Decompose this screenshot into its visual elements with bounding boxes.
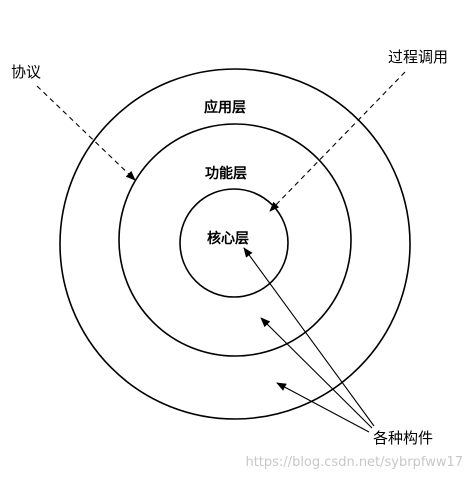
- core-layer-label: 核心层: [207, 230, 249, 247]
- protocol-arrow: [36, 85, 136, 181]
- components-arrow-application: [276, 382, 370, 433]
- watermark-text: https://blog.csdn.net/sybrpfww17: [245, 455, 463, 470]
- inner-ring-core-layer: [179, 188, 289, 298]
- procedure-call-arrow: [269, 71, 406, 212]
- components-arrow-core: [243, 247, 375, 427]
- application-layer-label: 应用层: [204, 99, 246, 116]
- outer-ring-application-layer: [59, 68, 411, 420]
- middle-ring-function-layer: [118, 123, 352, 357]
- protocol-label: 协议: [11, 63, 41, 81]
- function-layer-label: 功能层: [205, 165, 247, 182]
- components-label: 各种构件: [373, 429, 433, 447]
- components-arrow-function: [260, 317, 373, 429]
- procedure-call-label: 过程调用: [388, 48, 448, 66]
